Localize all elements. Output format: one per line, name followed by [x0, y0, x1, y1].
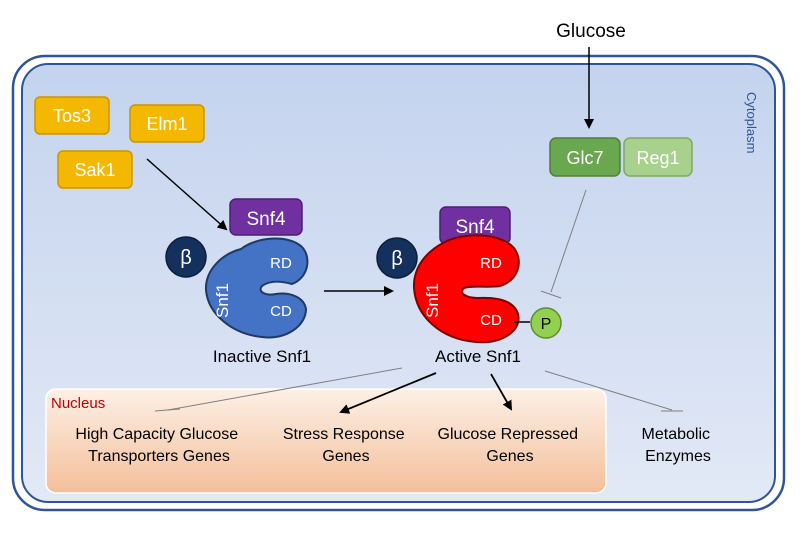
repressed-line1: Glucose Repressed	[438, 426, 579, 443]
glc7-inhibits-phospho	[540, 189, 587, 299]
inactive-snf1-complex: Snf4 Snf1 RD CD β	[165, 198, 309, 339]
rd-label-active: RD	[480, 255, 502, 272]
activate-repressed-genes-arrow	[490, 373, 512, 411]
inhibit-transporters	[154, 367, 403, 412]
cd-label-inactive: CD	[270, 303, 292, 320]
snf4-label-inactive: Snf4	[246, 209, 286, 230]
inhibit-metabolic-enzymes	[544, 370, 683, 412]
cd-label-active: CD	[480, 312, 502, 329]
snf4-box-inactive	[229, 198, 303, 236]
kinases-to-snf1-arrow	[146, 158, 228, 231]
phospho-label: P	[541, 316, 552, 333]
active-snf1-complex: Snf4 Snf1 RD CD P β	[376, 206, 562, 344]
glc7-box: Glc7	[549, 137, 621, 177]
reg1-box: Reg1	[623, 137, 693, 177]
metabolic-line2: Enzymes	[645, 448, 711, 465]
cell-outer-membrane	[11, 54, 786, 512]
activate-stress-genes-arrow	[339, 372, 437, 414]
glucose-label: Glucose	[556, 21, 626, 42]
transporters-genes-label: High Capacity Glucose Transporters Genes	[75, 426, 242, 465]
repressed-line2: Genes	[486, 448, 533, 465]
beta-subunit-active	[376, 237, 418, 279]
metabolic-line1: Metabolic	[642, 426, 710, 443]
snf1-label-inactive: Snf1	[213, 283, 232, 318]
beta-label-inactive: β	[180, 247, 192, 269]
stress-line1: Stress Response	[283, 426, 405, 443]
snf1-label-active: Snf1	[423, 283, 442, 318]
elm1-label: Elm1	[146, 114, 187, 134]
beta-subunit-inactive	[165, 236, 207, 278]
stress-line2: Genes	[322, 448, 369, 465]
beta-label-active: β	[391, 248, 403, 270]
sak1-label: Sak1	[74, 160, 115, 180]
tos3-label: Tos3	[53, 106, 91, 126]
transporters-line2: Transporters Genes	[88, 448, 230, 465]
metabolic-enzymes-label: Metabolic Enzymes	[642, 426, 715, 465]
cytoplasm-label: Cytoplasm	[744, 92, 759, 153]
nucleus-region	[45, 388, 607, 494]
tos3-box: Tos3	[34, 96, 110, 135]
inactive-snf1-caption: Inactive Snf1	[213, 347, 311, 366]
transporters-line1: High Capacity Glucose	[75, 426, 238, 443]
sak1-box: Sak1	[57, 150, 133, 189]
snf4-label-active: Snf4	[455, 217, 495, 238]
elm1-box: Elm1	[129, 104, 205, 143]
reg1-label: Reg1	[636, 148, 679, 168]
stress-response-genes-label: Stress Response Genes	[283, 426, 409, 465]
rd-label-inactive: RD	[270, 255, 292, 272]
nucleus-label: Nucleus	[51, 395, 105, 412]
active-snf1-caption: Active Snf1	[435, 347, 521, 366]
phospho-group	[530, 307, 562, 339]
snf1-shape-inactive	[204, 237, 309, 339]
snf1-shape-active	[412, 234, 520, 344]
glucose-repressed-genes-label: Glucose Repressed Genes	[438, 426, 583, 465]
glc7-label: Glc7	[566, 148, 603, 168]
